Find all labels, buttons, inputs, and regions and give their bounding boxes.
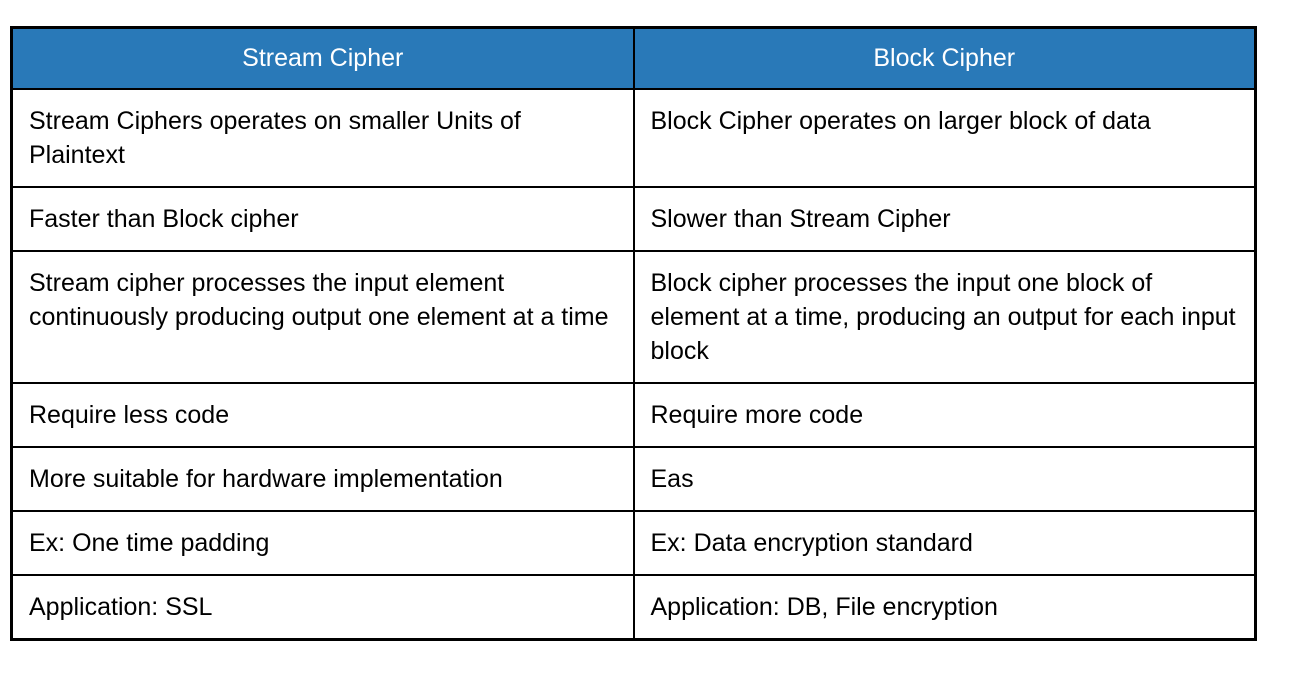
- header-row: Stream Cipher Block Cipher: [10, 26, 1257, 90]
- cipher-comparison-table: Stream Cipher Block Cipher Stream Cipher…: [10, 26, 1257, 641]
- table-cell-block-code: Require more code: [632, 382, 1257, 448]
- table-cell-stream-application: Application: SSL: [10, 574, 635, 641]
- table-cell-stream-hardware: More suitable for hardware implementatio…: [10, 446, 635, 512]
- table-row: Stream Ciphers operates on smaller Units…: [10, 88, 1257, 188]
- table-cell-block-slower: Slower than Stream Cipher: [632, 186, 1257, 252]
- table-cell-block-larger: Block Cipher operates on larger block of…: [632, 88, 1257, 188]
- table-cell-stream-units: Stream Ciphers operates on smaller Units…: [10, 88, 635, 188]
- table-row: Stream cipher processes the input elemen…: [10, 250, 1257, 384]
- table-row: More suitable for hardware implementatio…: [10, 446, 1257, 512]
- column-header-stream-cipher: Stream Cipher: [10, 26, 635, 90]
- table-cell-stream-faster: Faster than Block cipher: [10, 186, 635, 252]
- table-cell-block-example: Ex: Data encryption standard: [632, 510, 1257, 576]
- table-row: Application: SSL Application: DB, File e…: [10, 574, 1257, 641]
- column-header-block-cipher: Block Cipher: [632, 26, 1257, 90]
- table-row: Faster than Block cipher Slower than Str…: [10, 186, 1257, 252]
- table-cell-block-application: Application: DB, File encryption: [632, 574, 1257, 641]
- table-cell-stream-processing: Stream cipher processes the input elemen…: [10, 250, 635, 384]
- table-row: Ex: One time padding Ex: Data encryption…: [10, 510, 1257, 576]
- table-cell-block-eas: Eas: [632, 446, 1257, 512]
- table-row: Require less code Require more code: [10, 382, 1257, 448]
- table-cell-stream-example: Ex: One time padding: [10, 510, 635, 576]
- table-cell-stream-code: Require less code: [10, 382, 635, 448]
- table-cell-block-processing: Block cipher processes the input one blo…: [632, 250, 1257, 384]
